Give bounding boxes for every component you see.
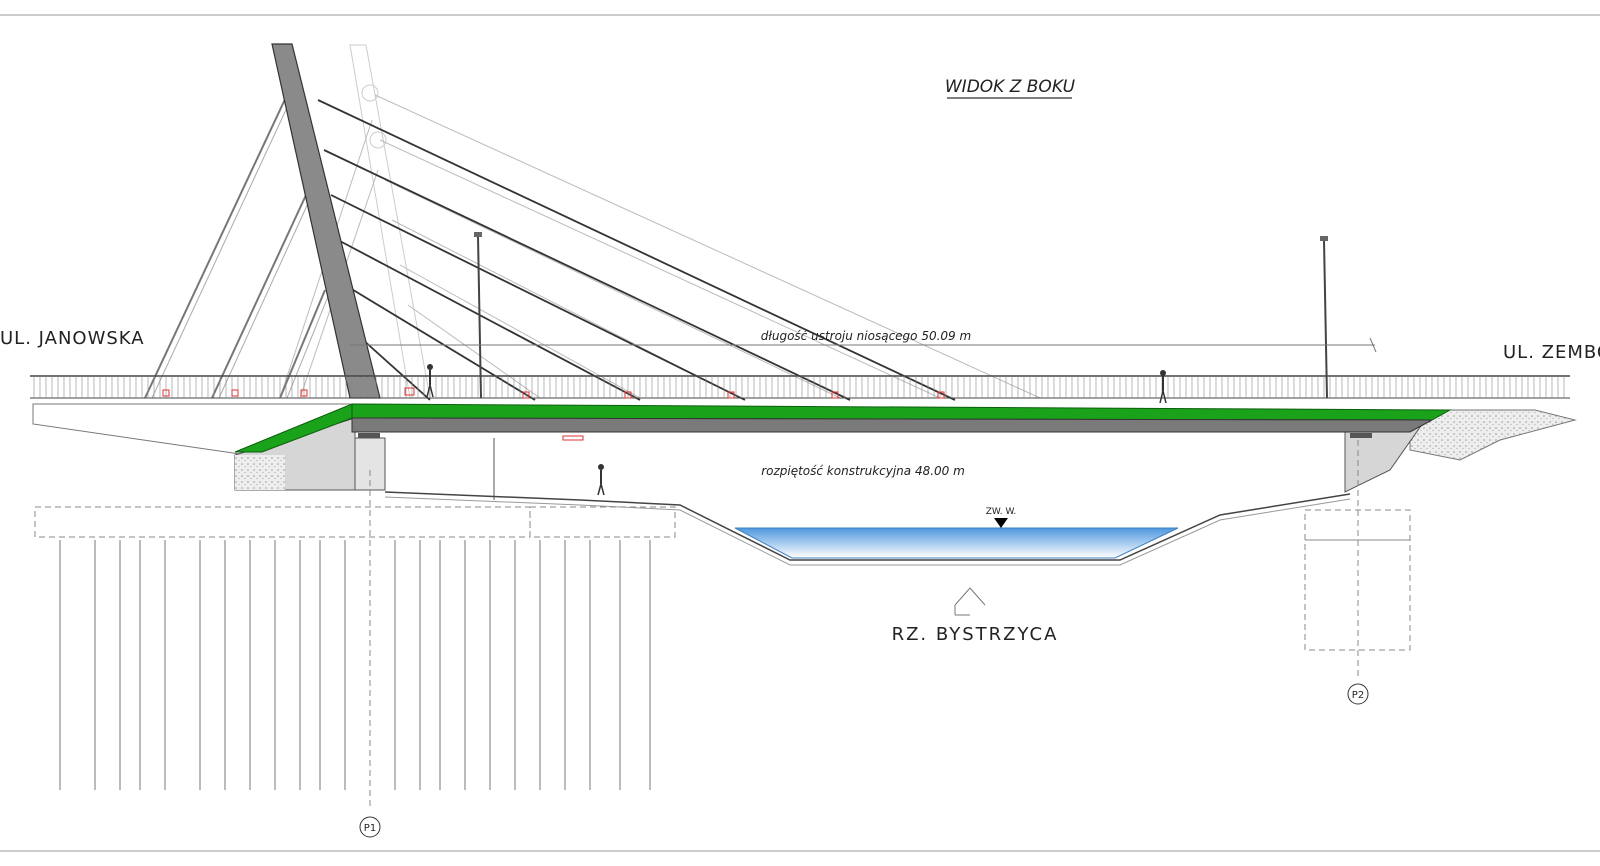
forestay-group <box>317 99 956 401</box>
dimension-tick-right <box>1369 337 1377 353</box>
foundation-left-cap <box>34 506 531 538</box>
river-water <box>734 527 1179 559</box>
drawing-title: WIDOK Z BOKU <box>945 77 1076 97</box>
deck-length-label: długość ustroju niosącego 50.09 m <box>761 329 971 343</box>
railing <box>30 375 1570 399</box>
flow-direction-icon <box>954 587 986 606</box>
river-label: RZ. BYSTRZYCA <box>892 624 1059 645</box>
ground-profile-inner <box>384 496 1351 566</box>
person-figure-2 <box>1159 370 1167 404</box>
pier-p1-label: P1 <box>364 823 376 834</box>
ground-profile <box>384 491 1351 561</box>
person-figure-1 <box>426 364 434 398</box>
street-label-left: UL. JANOWSKA <box>0 328 145 349</box>
pier-p1-marker <box>359 816 381 838</box>
street-label-right: UL. ZEMBO <box>1503 342 1600 363</box>
deck-girder <box>351 417 1433 433</box>
anchor-markers-group <box>162 387 945 399</box>
deck-top-green <box>351 403 1452 421</box>
bearing-right <box>1350 433 1372 438</box>
person-figure-3 <box>597 464 605 496</box>
water-level-marker-icon <box>994 518 1008 528</box>
pier-p2-label: P2 <box>1352 690 1364 701</box>
water-level-label: ZW. W. <box>986 507 1016 517</box>
approach-right-hatch <box>1409 409 1577 461</box>
bearing-left <box>358 433 380 438</box>
span-label: rozpiętość konstrukcyjna 48.00 m <box>761 464 965 478</box>
lamp-post-right <box>1320 236 1328 399</box>
drain-marker <box>562 435 584 441</box>
piles-group <box>59 540 651 790</box>
foundation-left-cap-ext <box>529 506 676 538</box>
abutment-left-hatch <box>235 455 285 490</box>
lamp-post-left <box>474 232 482 399</box>
pier-p2-marker <box>1347 683 1369 705</box>
backstay-group <box>144 94 330 399</box>
